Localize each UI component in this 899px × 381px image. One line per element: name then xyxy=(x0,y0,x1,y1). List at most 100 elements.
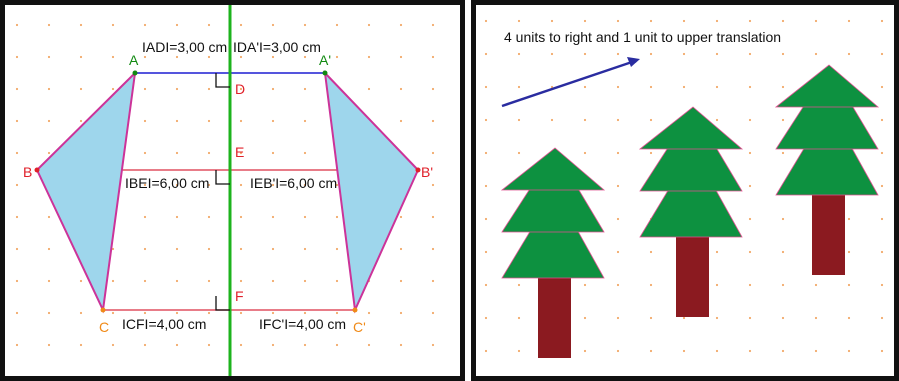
grid-dot xyxy=(399,119,403,123)
grid-dot xyxy=(143,215,147,219)
translation-figure: 4 units to right and 1 unit to upper tra… xyxy=(484,19,884,358)
grid-dot xyxy=(517,349,521,353)
tier-middle xyxy=(639,108,743,192)
point-C-prime xyxy=(352,307,358,313)
grid-dot xyxy=(431,311,435,315)
grid-dot xyxy=(583,19,587,23)
grid-dot xyxy=(175,215,179,219)
label-C-prime: C' xyxy=(353,319,366,335)
grid-dot xyxy=(15,151,19,155)
grid-dot xyxy=(715,316,719,320)
grid-dot xyxy=(616,52,620,56)
grid-dot xyxy=(175,119,179,123)
point-B xyxy=(34,167,40,173)
grid-dot xyxy=(583,151,587,155)
grid-dot xyxy=(79,87,83,91)
grid-dot xyxy=(335,279,339,283)
grid-dot xyxy=(748,85,752,89)
label-B: B xyxy=(23,164,32,180)
grid-dot xyxy=(484,19,488,23)
grid-dot xyxy=(484,217,488,221)
grid-dot xyxy=(15,119,19,123)
grid-dot xyxy=(303,23,307,27)
grid-dot xyxy=(814,316,818,320)
grid-dot xyxy=(207,119,211,123)
grid-dot xyxy=(431,87,435,91)
grid-dot xyxy=(649,19,653,23)
grid-dot xyxy=(175,183,179,187)
grid-dot xyxy=(649,52,653,56)
grid-dot xyxy=(682,316,686,320)
grid-dot xyxy=(111,311,115,315)
grid-dot xyxy=(175,247,179,251)
grid-dot xyxy=(616,349,620,353)
grid-dot xyxy=(880,283,884,287)
tier-top xyxy=(638,106,744,150)
grid-dot xyxy=(111,87,115,91)
grid-dot xyxy=(748,217,752,221)
grid-dot xyxy=(207,151,211,155)
grid-dot xyxy=(143,343,147,347)
grid-dot xyxy=(748,349,752,353)
grid-dot xyxy=(847,19,851,23)
right-angle-marker-E xyxy=(215,170,230,185)
grid-dot xyxy=(47,87,51,91)
grid-dot xyxy=(111,247,115,251)
grid-dot xyxy=(239,215,243,219)
tier-middle xyxy=(501,149,605,233)
label-A-prime: A' xyxy=(319,52,331,68)
triangle-A-prime-B-prime-C-prime xyxy=(323,70,420,314)
grid-dot xyxy=(484,184,488,188)
grid-dot xyxy=(484,85,488,89)
grid-dot xyxy=(682,52,686,56)
trunk xyxy=(538,276,571,358)
grid-dot xyxy=(47,151,51,155)
grid-dot xyxy=(616,151,620,155)
grid-dot xyxy=(79,311,83,315)
grid-dot xyxy=(271,55,275,59)
right-angle-marker-D xyxy=(215,73,230,88)
grid-dot xyxy=(399,279,403,283)
trunk xyxy=(812,193,845,275)
grid-dot xyxy=(649,283,653,287)
grid-dot xyxy=(367,55,371,59)
grid-dot xyxy=(79,343,83,347)
grid-dot xyxy=(682,349,686,353)
grid-dot xyxy=(15,87,19,91)
grid-dot xyxy=(335,215,339,219)
grid-dot xyxy=(239,119,243,123)
grid-dot xyxy=(143,87,147,91)
grid-dot xyxy=(303,247,307,251)
grid-dot xyxy=(880,316,884,320)
grid-dot xyxy=(175,279,179,283)
grid-dot xyxy=(682,85,686,89)
grid-dot xyxy=(111,55,115,59)
grid-dot xyxy=(616,19,620,23)
grid-dot xyxy=(335,23,339,27)
label-B-prime: B' xyxy=(421,164,433,180)
grid-dot xyxy=(271,279,275,283)
grid-dot xyxy=(847,316,851,320)
grid-dot xyxy=(550,52,554,56)
grid-dot xyxy=(303,343,307,347)
translation-vector-arrowhead xyxy=(627,57,640,67)
grid-dot xyxy=(143,151,147,155)
grid-dot xyxy=(79,119,83,123)
grid-dot xyxy=(880,184,884,188)
grid-dot xyxy=(239,247,243,251)
grid-dot xyxy=(781,19,785,23)
grid-dot xyxy=(550,85,554,89)
grid-dot xyxy=(748,19,752,23)
grid-dot xyxy=(814,283,818,287)
grid-dot xyxy=(143,247,147,251)
grid-dot xyxy=(748,316,752,320)
grid-dot xyxy=(47,23,51,27)
grid-dot xyxy=(781,118,785,122)
grid-dot xyxy=(143,183,147,187)
grid-dot xyxy=(15,247,19,251)
symmetry-figure: A A' B B' C C' D E F IADI=3,00 cm IDA'I=… xyxy=(15,5,435,376)
grid-dot xyxy=(399,23,403,27)
tier-bottom xyxy=(501,189,605,279)
measurement-FC-prime: IFC'I=4,00 cm xyxy=(259,316,346,332)
grid-dot xyxy=(431,343,435,347)
